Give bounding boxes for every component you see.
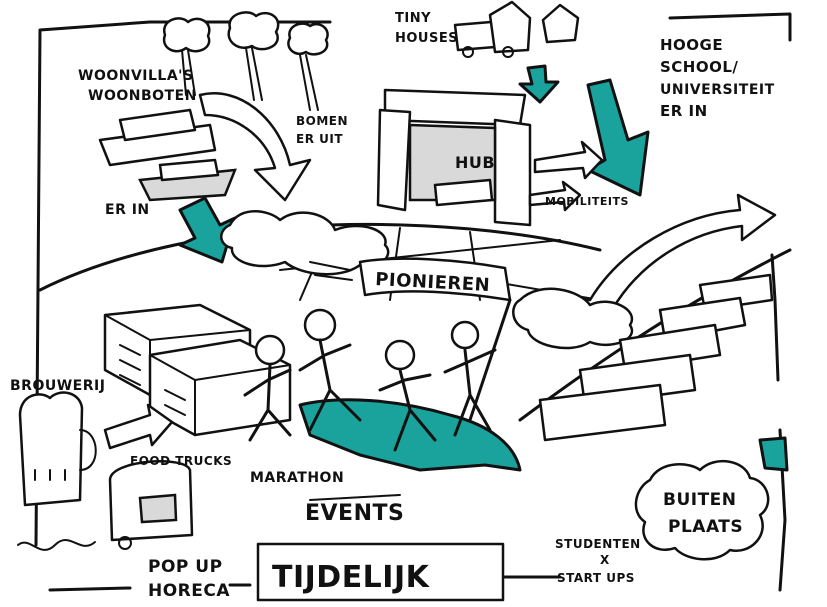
food-truck-arrow: [103, 403, 174, 450]
label-tijdelijk: TIJDELIJK: [272, 560, 431, 595]
label-food-trucks: FOOD TRUCKS: [130, 454, 232, 468]
label-houses: HOUSES: [395, 31, 458, 46]
label-hooge: HOOGE: [660, 36, 723, 54]
label-studenten: STUDENTEN: [555, 537, 641, 551]
label-tiny: TINY: [395, 11, 431, 26]
label-marathon: MARATHON: [250, 470, 344, 486]
label-brouwerij: BROUWERIJ: [10, 378, 105, 394]
label-woonvillas: WOONVILLA'S: [78, 68, 194, 84]
label-events: EVENTS: [305, 501, 404, 526]
runners-group: [243, 308, 497, 452]
stepped-blocks: [538, 273, 774, 442]
tiny-houses-icon: [453, 0, 580, 58]
houseboats-icon: [98, 108, 237, 202]
pionieren-banner: [309, 257, 512, 422]
cloud-band: [220, 210, 634, 350]
runners-ground: [298, 398, 522, 472]
events-underline: [309, 494, 401, 501]
label-pop-up: POP UP: [148, 557, 223, 577]
mobility-arrows: [528, 140, 604, 212]
label-plaats: PLAATS: [668, 517, 743, 537]
label-mobiliteits: MOBILITEITS: [545, 195, 629, 208]
label-hoge-er-in: ER IN: [660, 102, 708, 120]
hogeschool-arrow: [586, 78, 650, 197]
label-universiteit: UNIVERSITEIT: [660, 82, 775, 98]
label-woonboten: WOONBOTEN: [88, 88, 197, 104]
label-start-ups: START UPS: [557, 571, 635, 585]
label-school: SCHOOL/: [660, 58, 738, 76]
trees: [162, 11, 329, 111]
hub-building-icon: [376, 88, 532, 227]
tijdelijk-box: [256, 542, 505, 602]
label-horeca: HORECA: [148, 581, 230, 601]
beer-mug-icon: [18, 391, 97, 507]
label-bomen: BOMEN: [296, 114, 348, 128]
label-er-uit: ER UIT: [296, 132, 343, 146]
label-buiten: BUITEN: [663, 490, 737, 510]
stacked-buildings: [103, 303, 292, 437]
buiten-plaats-cloud: [634, 436, 789, 561]
label-hub: HUB: [455, 153, 495, 172]
tiny-houses-arrow: [518, 64, 560, 104]
trees-out-arrow: [198, 92, 312, 202]
label-studenten-x: X: [600, 553, 610, 567]
label-er-in: ER IN: [105, 202, 150, 218]
food-truck-icon: [17, 460, 194, 551]
